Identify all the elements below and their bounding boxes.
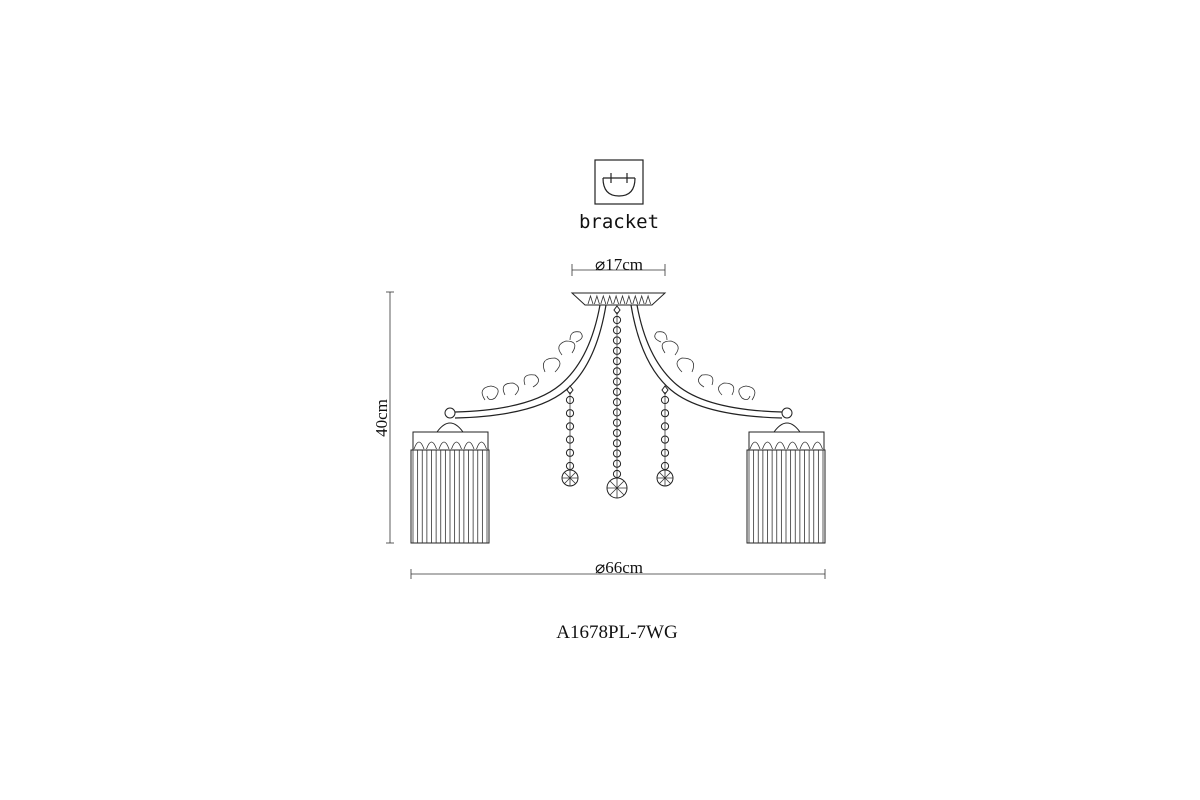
left-arm xyxy=(454,304,607,419)
crystal-facets xyxy=(657,470,673,486)
shade-rim-ornament xyxy=(476,441,487,450)
shade-rim-ornament xyxy=(799,441,811,450)
canopy-ornament xyxy=(594,294,600,305)
crystal-drop-center xyxy=(606,305,628,499)
canopy-ornament xyxy=(600,294,607,305)
shade-rim-ornament xyxy=(438,441,450,450)
right-lamp-shade xyxy=(746,431,826,544)
canopy-ornament xyxy=(626,294,632,305)
shade-rim-ornament xyxy=(762,441,773,450)
canopy-ornament xyxy=(613,294,619,305)
shade-rim-ornament xyxy=(774,441,786,450)
ceiling-canopy xyxy=(570,292,667,306)
canopy-ornament xyxy=(632,294,639,305)
bracket-label: bracket xyxy=(579,211,659,233)
shade-rim-ornament xyxy=(463,441,475,450)
crystal-facets xyxy=(562,470,578,486)
crystal-drop-left xyxy=(561,385,579,487)
total-diameter-label: ⌀66cm xyxy=(595,558,643,577)
height-label: 40cm xyxy=(372,399,391,437)
canopy-ornament xyxy=(645,294,651,305)
shade-rim-ornament xyxy=(787,441,798,450)
right-arm xyxy=(630,304,783,419)
crystal-facets xyxy=(607,478,627,498)
total-width-dimension-line xyxy=(410,569,826,579)
shade-rim-ornament xyxy=(749,441,761,450)
canopy-ornament xyxy=(587,294,594,305)
canopy-diameter-label: ⌀17cm xyxy=(595,255,643,274)
shade-rim-ornament xyxy=(426,441,437,450)
crystal-drop-right xyxy=(656,385,674,487)
canopy-ornament xyxy=(606,294,613,305)
shade-rim-ornament xyxy=(812,441,823,450)
model-number: A1678PL-7WG xyxy=(556,622,678,643)
left-lamp-shade xyxy=(410,431,490,544)
ceiling-bracket-icon xyxy=(594,159,644,205)
shade-rim-ornament xyxy=(451,441,462,450)
canopy-ornament xyxy=(619,294,626,305)
height-dimension-line xyxy=(386,291,394,544)
canopy-dimension-line xyxy=(571,264,666,276)
canopy-ornament xyxy=(638,294,645,305)
shade-rim-ornament xyxy=(413,441,425,450)
